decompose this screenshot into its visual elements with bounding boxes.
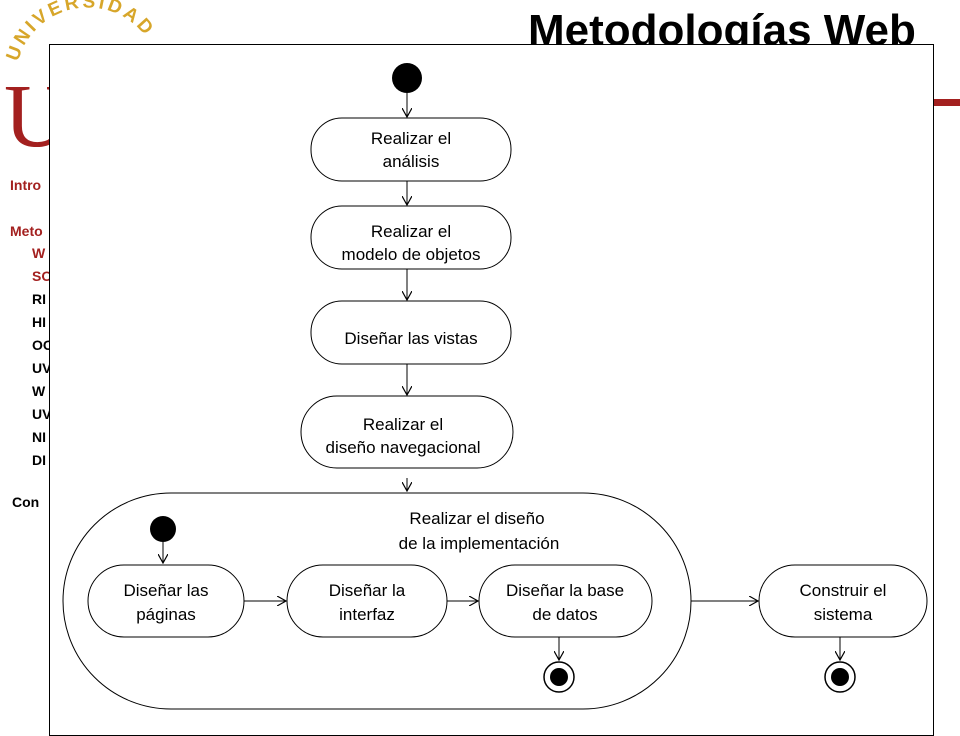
composite-implementation-line2: de la implementación: [399, 534, 560, 553]
side-menu-item: W: [32, 245, 46, 261]
node-analysis-line2: análisis: [383, 152, 440, 171]
node-build: [758, 564, 928, 638]
inner-start-node: [150, 516, 176, 542]
node-pages-line1: Diseñar las: [123, 581, 208, 600]
node-database: [478, 564, 653, 638]
node-pages: [87, 564, 245, 638]
node-analysis-line1: Realizar el: [371, 129, 451, 148]
inner-end-node: [550, 668, 568, 686]
node-interface-line1: Diseñar la: [329, 581, 406, 600]
node-object-model-line1: Realizar el: [371, 222, 451, 241]
side-menu-item: HI: [32, 314, 46, 330]
side-menu-item: RI: [32, 291, 46, 307]
node-object-model: [310, 205, 512, 270]
side-menu-item: Intro: [10, 177, 42, 193]
node-build-line1: Construir el: [800, 581, 887, 600]
node-analysis: [310, 117, 512, 182]
composite-implementation-line1: Realizar el diseño: [409, 509, 544, 528]
node-views-line1: Diseñar las vistas: [344, 329, 477, 348]
node-pages-line2: páginas: [136, 605, 196, 624]
node-navigation-line1: Realizar el: [363, 415, 443, 434]
side-menu-item: SO: [32, 268, 53, 284]
side-menu-item: UV: [32, 360, 52, 376]
node-views: [310, 300, 512, 365]
side-menu-item: UV: [32, 406, 52, 422]
side-menu-item: NI: [32, 429, 46, 445]
node-database-line1: Diseñar la base: [506, 581, 624, 600]
side-menu-item: W: [32, 383, 46, 399]
side-menu-item: DI: [32, 452, 46, 468]
node-navigation: [300, 395, 514, 469]
node-interface-line2: interfaz: [339, 605, 395, 624]
node-navigation-line2: diseño navegacional: [325, 438, 480, 457]
node-interface: [286, 564, 448, 638]
node-object-model-line2: modelo de objetos: [342, 245, 481, 264]
node-build-line2: sistema: [814, 605, 873, 624]
side-menu-item: OO: [32, 337, 54, 353]
start-node: [392, 63, 422, 93]
side-menu-item: Meto: [10, 223, 43, 239]
node-database-line2: de datos: [532, 605, 597, 624]
side-menu-item: Con: [12, 494, 40, 510]
end-node: [831, 668, 849, 686]
diagram-panel: Realizar el análisis Realizar el modelo …: [49, 44, 934, 736]
activity-diagram: Realizar el análisis Realizar el modelo …: [62, 63, 928, 710]
title-rule: [930, 99, 960, 106]
